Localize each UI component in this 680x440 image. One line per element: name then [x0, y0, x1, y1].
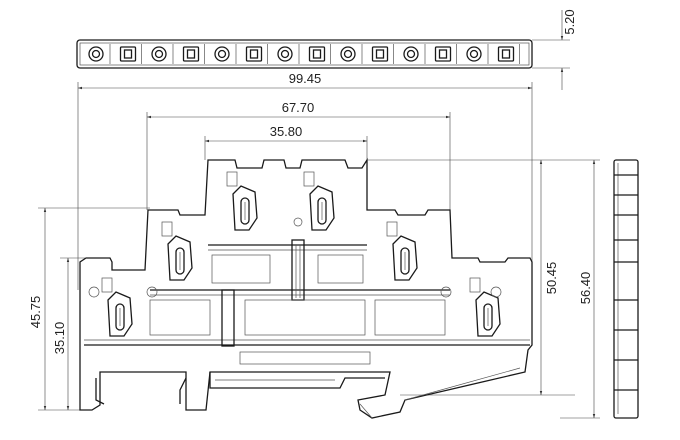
top-cell — [340, 44, 363, 64]
top-cell — [308, 44, 331, 64]
top-cell — [466, 44, 489, 64]
dim-label-right-height-inner: 50.45 — [544, 262, 559, 295]
dim-label-right-height-outer: 56.40 — [578, 272, 593, 305]
top-cell — [403, 44, 426, 64]
spring-clamp — [386, 221, 418, 281]
top-cell — [277, 44, 300, 64]
top-cell — [214, 44, 237, 64]
top-cell — [371, 44, 394, 64]
spring-clamp — [303, 171, 335, 231]
dim-label-middle-width: 67.70 — [282, 100, 315, 115]
top-cell — [182, 44, 205, 64]
dimension-right-height-inner: 50.45 — [367, 159, 575, 396]
top-cell — [88, 44, 111, 64]
dimension-overall-width: 99.45 — [77, 71, 533, 290]
dimension-left-height-inner: 35.10 — [52, 257, 85, 410]
front-view — [79, 157, 533, 419]
top-cell — [497, 44, 520, 64]
dim-label-left-height-outer: 45.75 — [28, 296, 43, 329]
top-cell — [434, 44, 457, 64]
top-view — [76, 39, 533, 69]
spring-clamp — [226, 171, 258, 231]
dimension-left-height-outer: 45.75 — [28, 207, 150, 411]
top-cell — [245, 44, 268, 64]
dimension-right-height-outer: 56.40 — [560, 159, 600, 419]
dim-label-top-height: 5.20 — [562, 9, 577, 34]
dim-label-left-height-inner: 35.10 — [52, 322, 67, 355]
side-view — [613, 159, 639, 419]
spring-clamp — [101, 277, 133, 337]
top-cell — [151, 44, 174, 64]
dimension-inner-width: 35.80 — [204, 124, 368, 160]
dim-label-overall-width: 99.45 — [289, 71, 322, 86]
spring-clamp — [161, 221, 193, 281]
dimension-top-height: 5.20 — [532, 9, 577, 90]
top-cell — [119, 44, 142, 64]
spring-clamp — [469, 277, 501, 337]
dimension-middle-width: 67.70 — [146, 100, 451, 210]
dim-label-inner-width: 35.80 — [270, 124, 303, 139]
